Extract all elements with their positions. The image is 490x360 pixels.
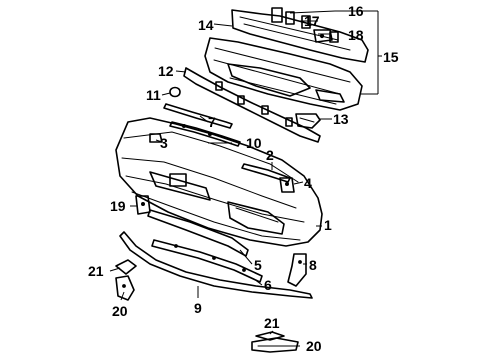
bumper-cover (115, 117, 323, 247)
callout-1: 1 (324, 217, 332, 233)
callout-8: 8 (309, 257, 317, 273)
callout-18: 18 (348, 27, 364, 43)
callout-9: 9 (194, 300, 202, 316)
lower-retainer (151, 239, 263, 283)
callout-16: 16 (348, 3, 364, 19)
callout-2: 2 (266, 147, 274, 163)
callout-6: 6 (264, 277, 272, 293)
side-retainer (241, 163, 291, 183)
callout-13: 13 (333, 111, 349, 127)
clip (169, 86, 181, 98)
bottom-brace (251, 331, 299, 353)
upper-retainer (183, 67, 321, 143)
left-brace (115, 259, 137, 301)
lower-molding (119, 231, 313, 299)
callout-19: 19 (110, 198, 126, 214)
side-bracket (295, 113, 321, 129)
lower-bracket (287, 253, 307, 287)
callout-10: 10 (246, 135, 262, 151)
corner-bracket (279, 177, 295, 193)
callout-5: 5 (254, 257, 262, 273)
callout-7: 7 (208, 114, 216, 130)
callout-3: 3 (160, 135, 168, 151)
callout-12: 12 (158, 63, 174, 79)
lower-spoiler (147, 209, 249, 257)
reinforcement-beam (231, 7, 369, 63)
callout-15: 15 (383, 49, 399, 65)
callout-20-bottom: 20 (306, 338, 322, 354)
leader-lines (109, 10, 382, 347)
callout-20-left: 20 (112, 303, 128, 319)
upper-molding-strip (163, 103, 233, 129)
callout-17: 17 (304, 13, 320, 29)
callout-4: 4 (304, 175, 312, 191)
callout-21-left: 21 (88, 263, 104, 279)
energy-absorber (204, 37, 363, 111)
callout-11: 11 (146, 87, 161, 103)
callout-21-bottom: 21 (264, 315, 280, 331)
callout-14: 14 (198, 17, 214, 33)
